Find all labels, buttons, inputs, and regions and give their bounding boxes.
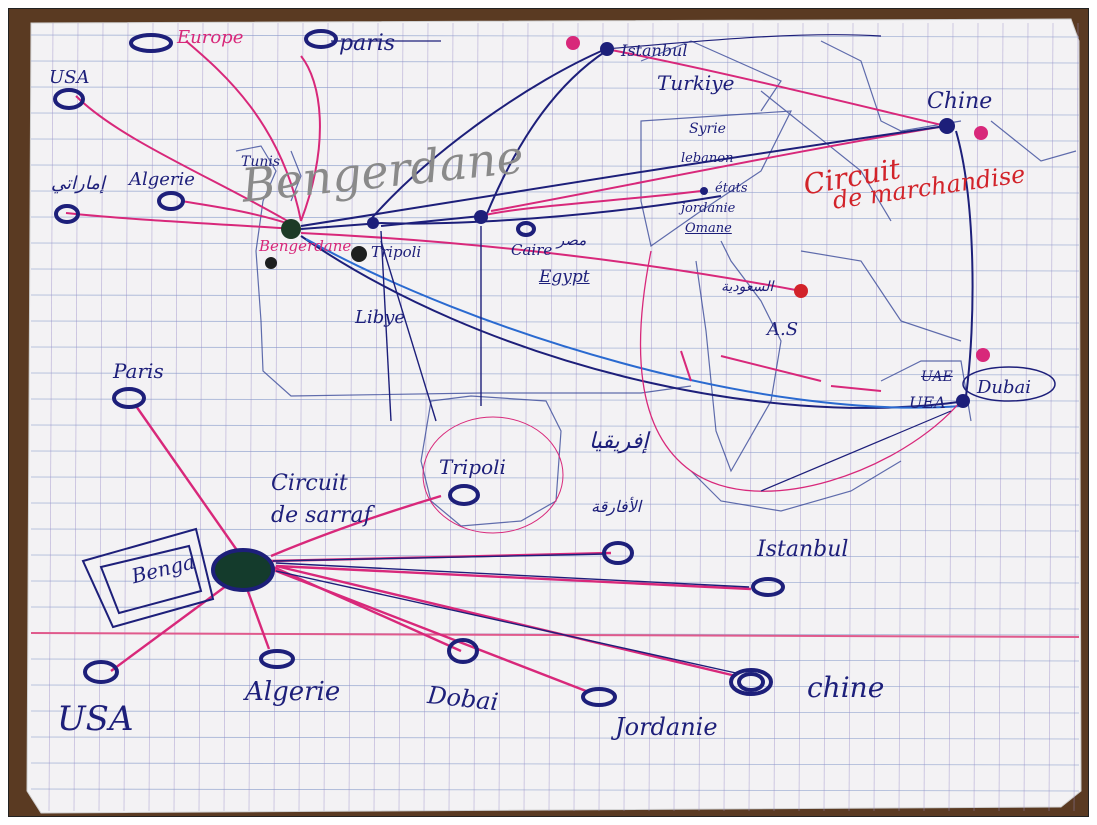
node-tripoli-map xyxy=(367,217,379,229)
notebook-photo: Europe paris USA Istanbul Turkiye Chine … xyxy=(8,8,1089,817)
label-arabic-afrique: إفريقيا xyxy=(589,429,648,454)
label-as: A.S xyxy=(767,319,798,340)
label-etats: états xyxy=(715,181,748,196)
label-algerie-top: Algerie xyxy=(129,169,195,190)
node-tripoli-top xyxy=(351,246,367,262)
label-europe: Europe xyxy=(177,27,243,48)
node-etats xyxy=(700,187,708,195)
label-libye: Libye xyxy=(355,307,405,328)
label-lebanon: lebanon xyxy=(681,151,734,166)
label-paris-bottom: Paris xyxy=(113,359,164,383)
label-istanbul-top: Istanbul xyxy=(621,41,687,60)
label-dubai-top: Dubai xyxy=(977,377,1031,398)
node-egypt xyxy=(474,210,488,224)
label-jordanie-top: jordanie xyxy=(681,201,735,216)
label-circuit-sarraf-2: de sarraf xyxy=(271,503,372,528)
label-tripoli-bottom: Tripoli xyxy=(439,455,506,479)
node-benga-hub xyxy=(213,550,273,590)
node-dubai-top xyxy=(956,394,970,408)
label-istanbul-bottom: Istanbul xyxy=(757,537,848,562)
label-usa-bottom: USA xyxy=(57,699,134,739)
label-circuit-sarraf-1: Circuit xyxy=(271,471,348,496)
label-arabic-afrique2: الأفارقة xyxy=(591,497,641,516)
label-caire: Caire xyxy=(511,241,552,259)
label-algerie-bottom: Algerie xyxy=(245,677,340,707)
label-tripoli-top: Tripoli xyxy=(371,243,421,261)
label-uea: UEA xyxy=(909,393,946,412)
node-istanbul-top xyxy=(600,42,614,56)
label-jordanie-bottom: Jordanie xyxy=(615,713,718,741)
label-syrie: Syrie xyxy=(689,121,726,137)
label-usa-top: USA xyxy=(49,67,90,88)
hand-drawn-diagram xyxy=(9,9,1089,817)
label-turkiye: Turkiye xyxy=(657,71,734,95)
label-chine-top: Chine xyxy=(927,89,992,114)
node-as xyxy=(794,284,808,298)
label-omane: Omane xyxy=(685,221,732,236)
node-chine-top xyxy=(939,118,955,134)
node-small xyxy=(265,257,277,269)
label-arabic-as: السعودية xyxy=(721,279,773,295)
label-chine-bottom: chine xyxy=(807,671,884,704)
label-egypt: Egypt xyxy=(539,267,590,287)
label-uea-struck: UAE xyxy=(921,369,953,385)
label-arabic-top-left: إماراتي xyxy=(51,173,105,194)
label-paris-top: paris xyxy=(339,31,395,56)
node-bengerdane xyxy=(281,219,301,239)
label-arabic-egypt: مصر xyxy=(557,231,586,249)
label-bengerdane-small: Bengerdane xyxy=(259,237,351,255)
